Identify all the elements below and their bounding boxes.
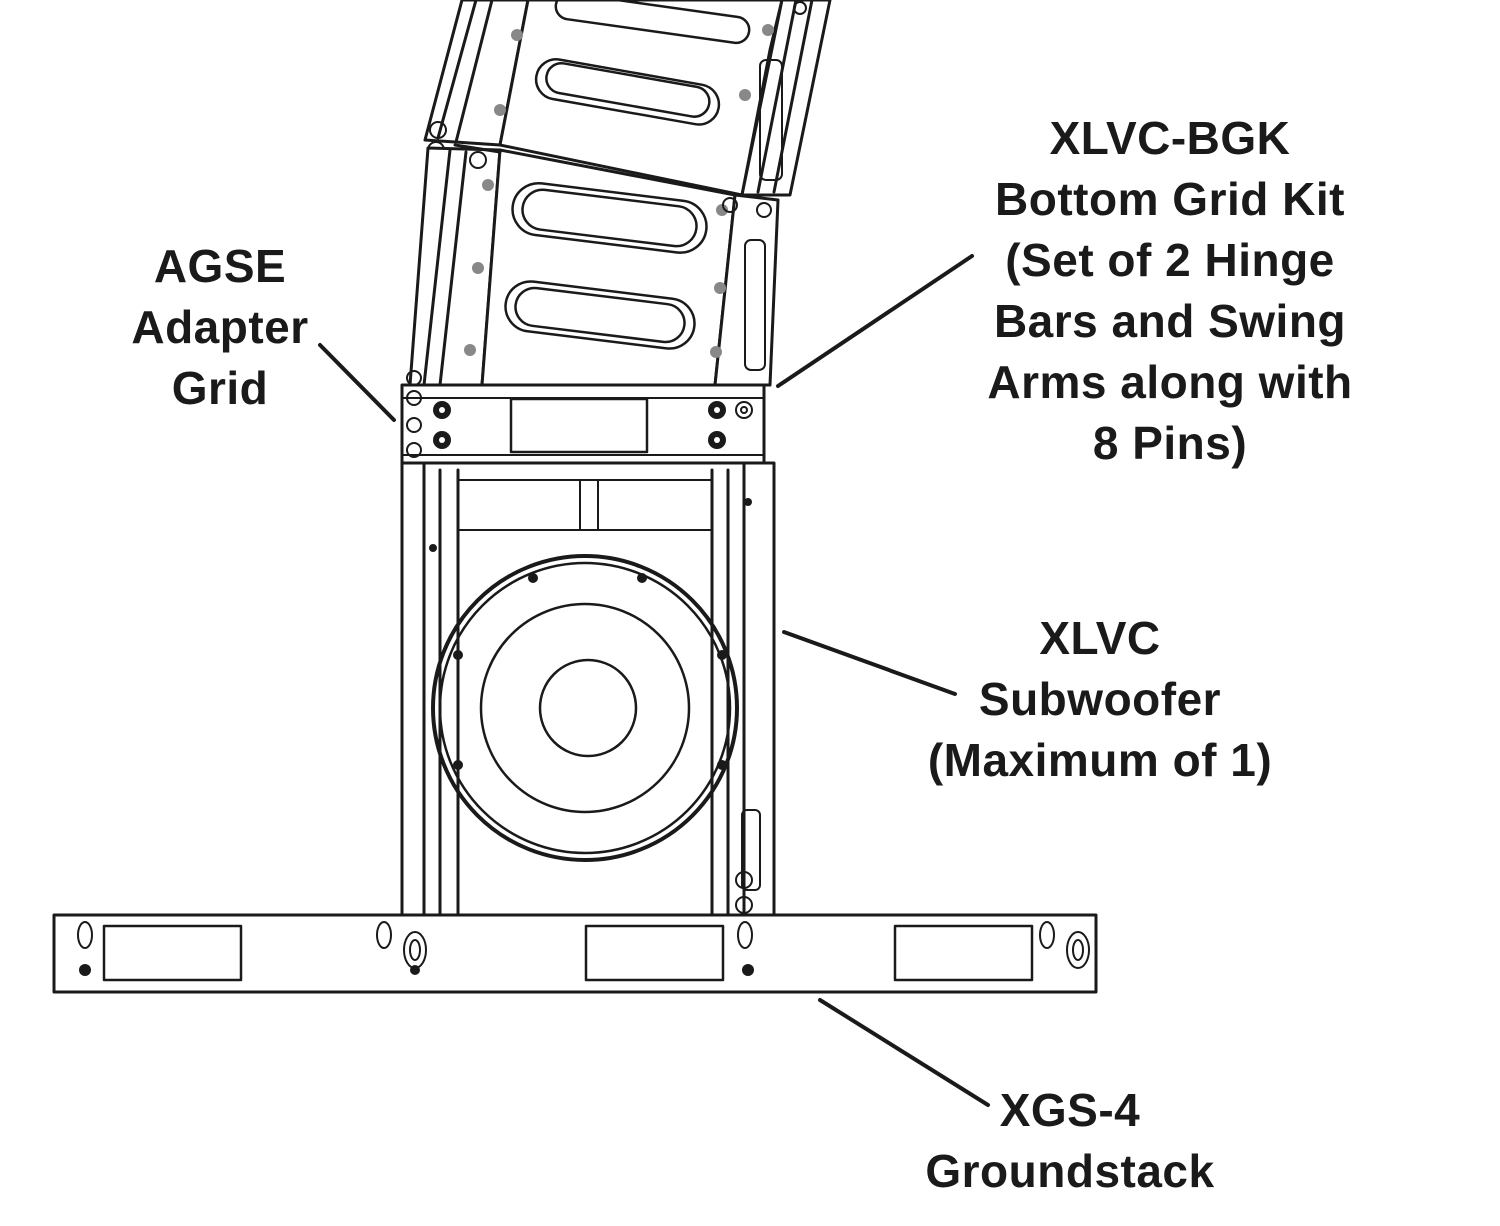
leader-lines xyxy=(318,254,990,1107)
label-line: 8 Pins) xyxy=(1092,417,1248,469)
label-line: Bars and Swing xyxy=(993,295,1347,347)
label-line: (Set of 2 Hinge xyxy=(1005,234,1335,286)
label-line: Groundstack xyxy=(925,1145,1215,1197)
label-line: XLVC-BGK xyxy=(1049,112,1291,164)
label-line: Grid xyxy=(171,362,269,414)
xlvc-bgk-bottom-grid-kit-label: XLVC-BGK Bottom Grid Kit (Set of 2 Hinge… xyxy=(940,108,1400,474)
leader-line-subwoofer xyxy=(782,630,957,696)
label-line: XLVC xyxy=(1039,612,1161,664)
leader-line-groundstack xyxy=(818,998,990,1107)
leader-line-agse xyxy=(318,343,396,422)
label-line: Subwoofer xyxy=(978,673,1222,725)
label-line: Arms along with xyxy=(987,356,1353,408)
xgs-4-groundstack-label: XGS-4 Groundstack xyxy=(900,1080,1240,1202)
label-line: AGSE xyxy=(153,240,287,292)
line-array-module-upper xyxy=(423,0,832,197)
xlvc-subwoofer-label: XLVC Subwoofer (Maximum of 1) xyxy=(880,608,1320,791)
label-line: Bottom Grid Kit xyxy=(995,173,1345,225)
leader-line-bgk xyxy=(776,254,974,388)
label-line: Adapter xyxy=(131,301,309,353)
label-line: (Maximum of 1) xyxy=(927,734,1273,786)
xlvc-subwoofer-cabinet xyxy=(400,461,776,917)
line-array-module-lower xyxy=(408,143,780,387)
label-line: XGS-4 xyxy=(999,1084,1141,1136)
agse-adapter-grid xyxy=(400,370,766,465)
agse-adapter-grid-label: AGSE Adapter Grid xyxy=(95,236,345,419)
xgs-4-groundstack-bar xyxy=(52,913,1098,994)
